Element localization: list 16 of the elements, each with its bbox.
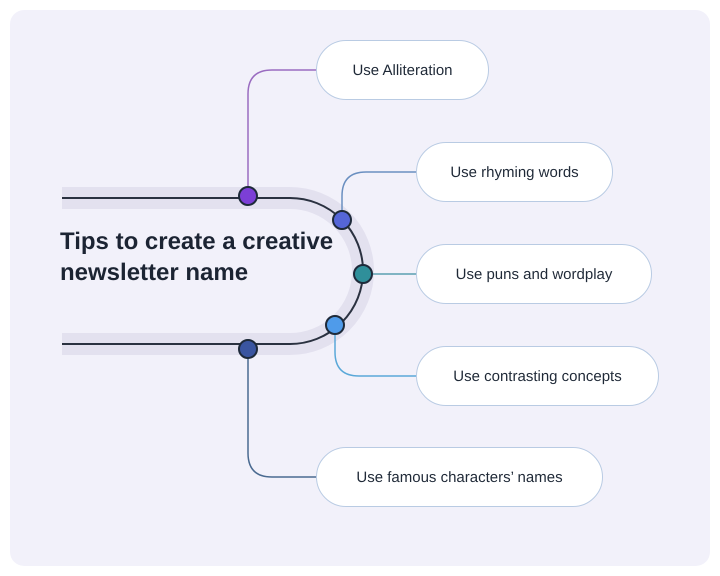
connector-line bbox=[341, 171, 416, 211]
connector-line bbox=[247, 69, 316, 187]
junction-dot bbox=[353, 264, 373, 284]
junction-dot bbox=[238, 186, 258, 206]
tip-pill: Use famous characters’ names bbox=[316, 447, 603, 507]
tip-pill: Use Alliteration bbox=[316, 40, 489, 100]
junction-dot bbox=[332, 210, 352, 230]
connector-line bbox=[372, 273, 416, 275]
connector-line bbox=[247, 358, 316, 478]
diagram-title: Tips to create a creative newsletter name bbox=[60, 226, 350, 288]
junction-dot bbox=[325, 315, 345, 335]
junction-dot bbox=[238, 339, 258, 359]
tip-pill: Use rhyming words bbox=[416, 142, 613, 202]
tip-pill: Use contrasting concepts bbox=[416, 346, 659, 406]
tip-pill: Use puns and wordplay bbox=[416, 244, 652, 304]
connector-line bbox=[334, 334, 416, 377]
